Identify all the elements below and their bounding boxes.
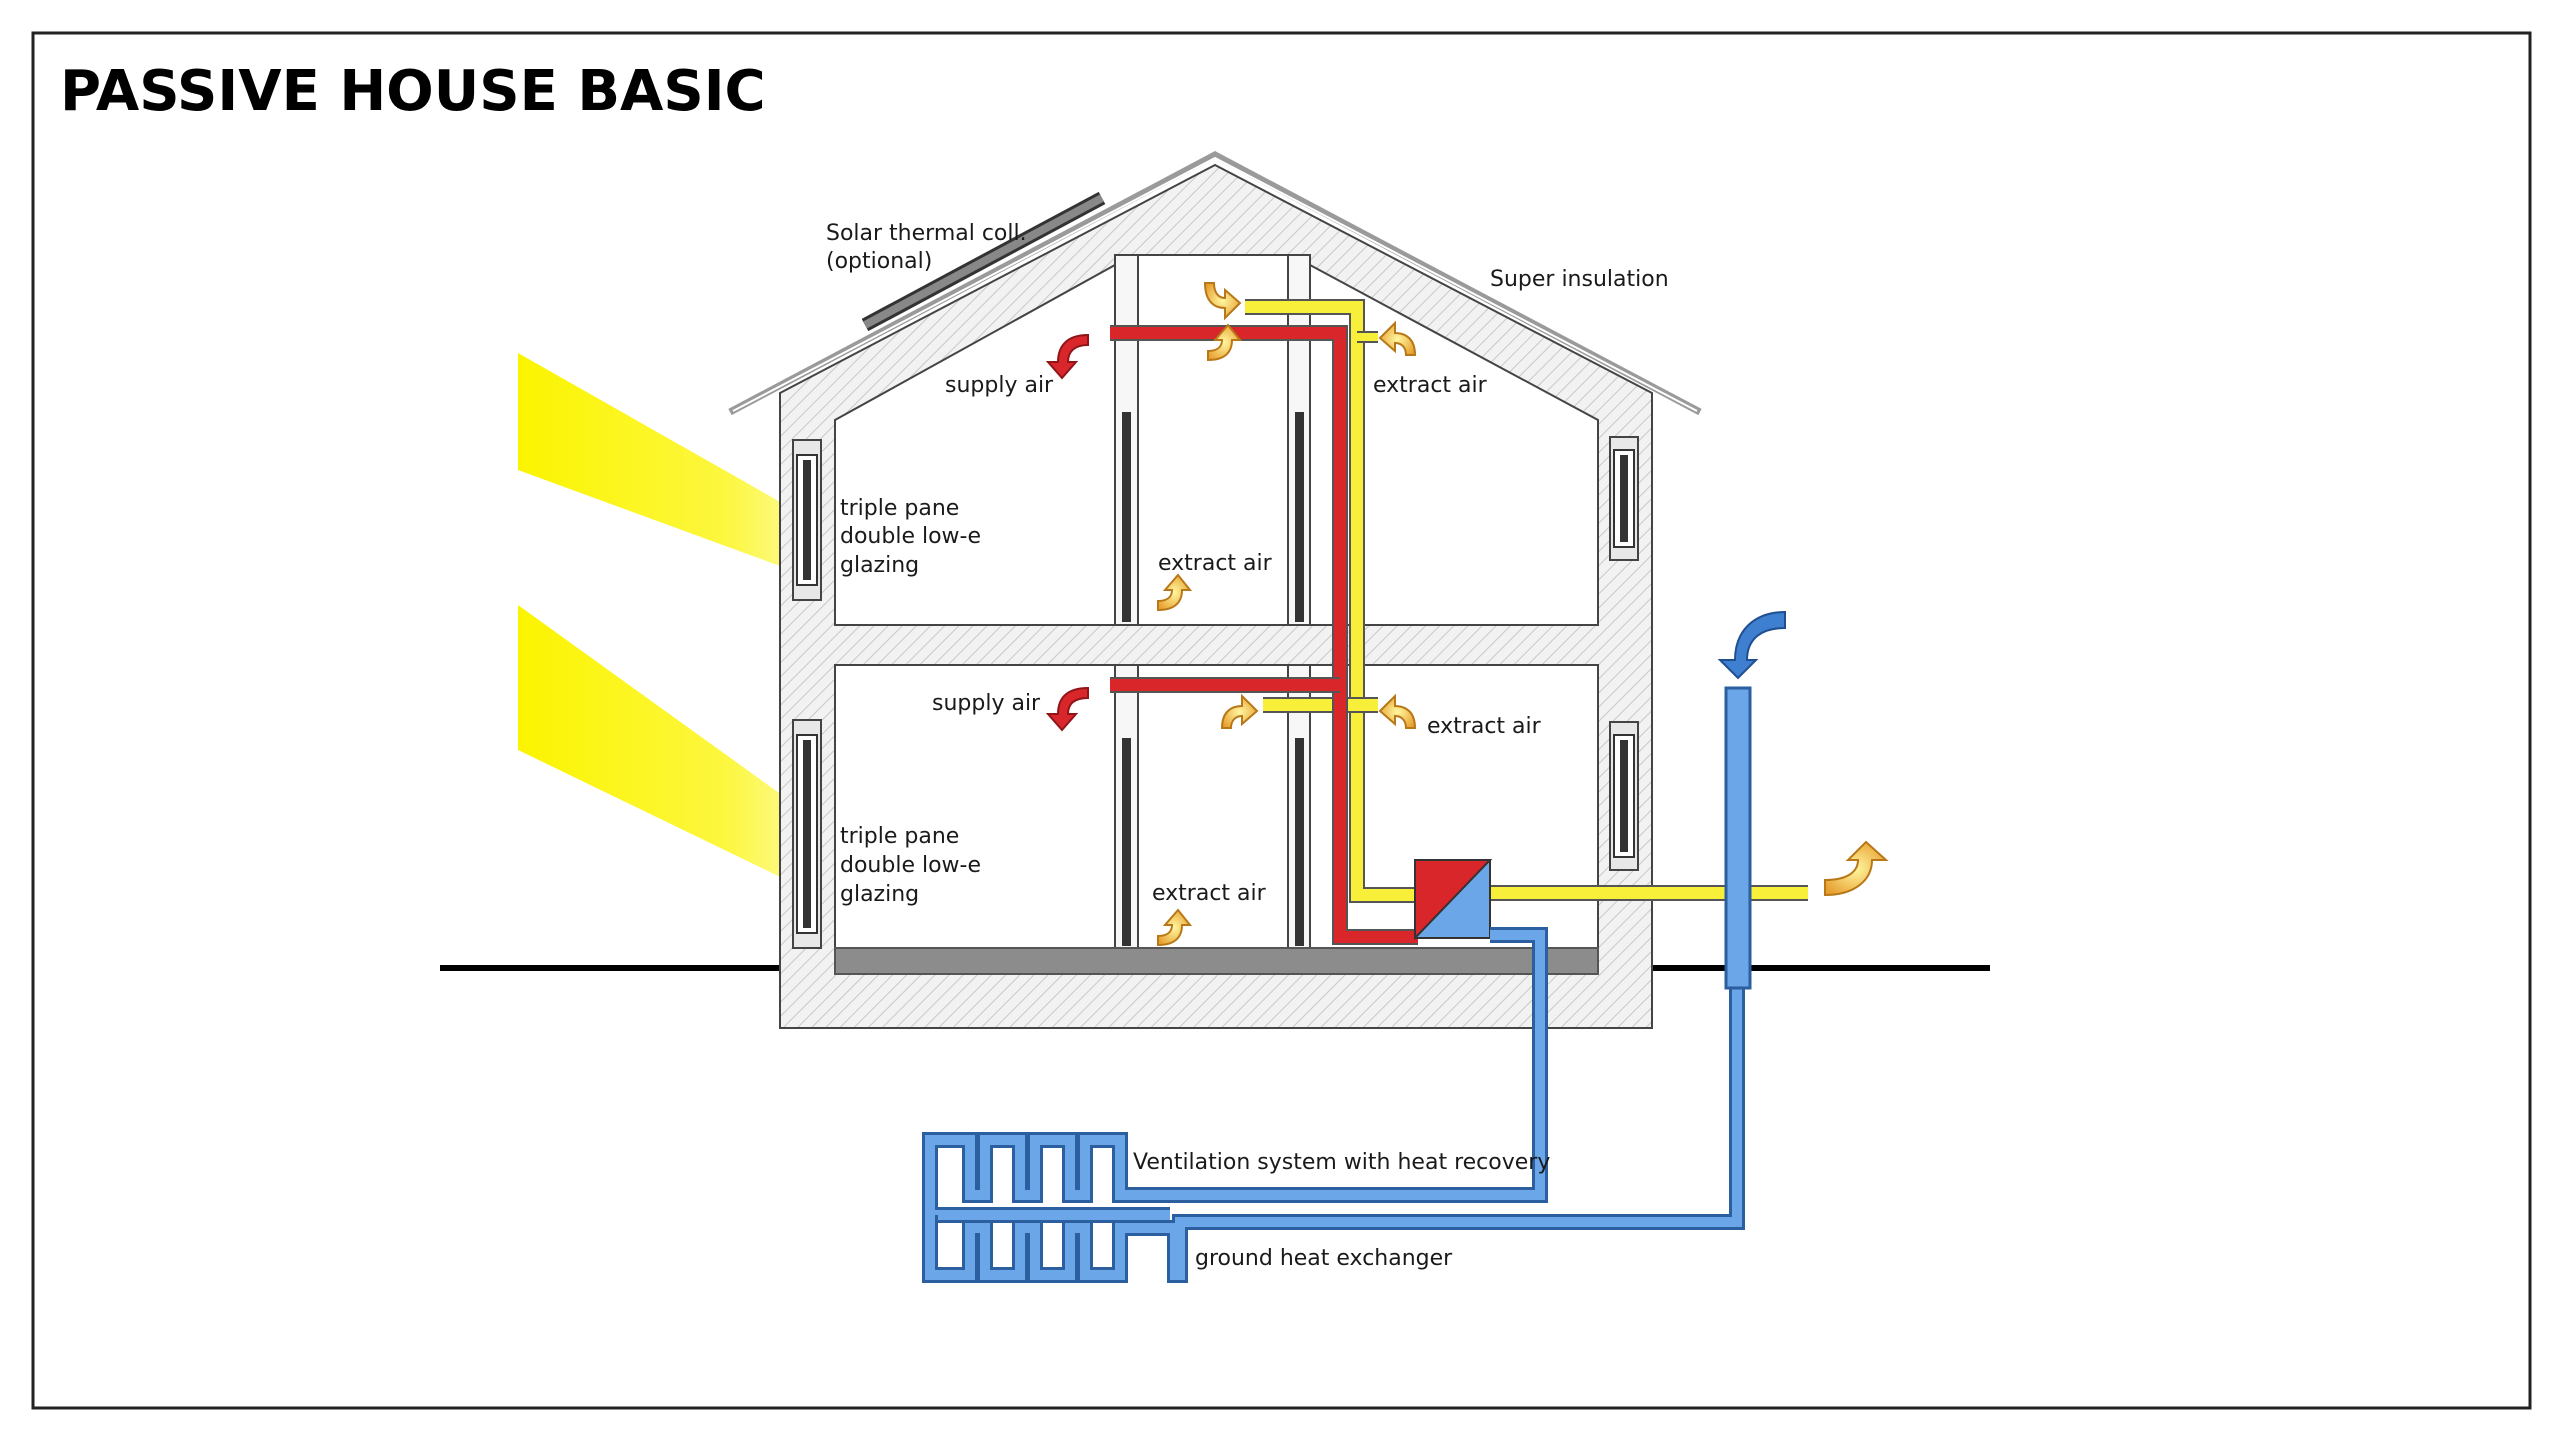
outer-frame [31,31,2532,1410]
label-ventilation-system: Ventilation system with heat recovery [1133,1150,1550,1175]
extract-air-arrow-5 [1220,693,1259,729]
label-super-insulation: Super insulation [1490,267,1669,292]
label-solar-collector: Solar thermal coll. [826,221,1027,246]
label-extract-air-lower-center: extract air [1152,881,1267,906]
partition-strip-1 [1122,412,1131,622]
window-left-upper [792,439,822,601]
label-extract-air-upper-center: extract air [1158,551,1273,576]
label-solar-optional: (optional) [826,249,932,274]
extract-air-arrow-1 [1203,282,1242,321]
label-glazing-lower-3: glazing [840,882,919,907]
extract-air-arrow-6 [1378,693,1417,729]
label-extract-air-upper-right: extract air [1373,373,1488,398]
label-ground-heat-exchanger: ground heat exchanger [1195,1246,1453,1271]
roof-membrane [728,151,1702,416]
window-left-lower [792,719,822,949]
roof-membrane-inner [732,156,1698,412]
exhaust-air-arrow [1824,840,1889,897]
extract-air-arrow-2 [1207,323,1243,362]
label-glazing-upper-2: double low-e [840,524,981,549]
upper-middle-room [1137,254,1289,626]
supply-air-arrow-upper [1045,333,1089,380]
solar-collector [861,191,1106,332]
supply-air-arrow-lower [1045,686,1089,732]
label-supply-air-upper: supply air [945,373,1054,398]
label-glazing-lower-2: double low-e [840,853,981,878]
label-supply-air-lower: supply air [932,691,1041,716]
window-right-upper [1609,436,1639,561]
partition-strip-2 [1295,412,1304,622]
label-glazing-upper-1: triple pane [840,496,959,521]
fresh-air-intake-column [1724,686,1752,990]
partition-strip-3 [1122,738,1131,946]
label-extract-air-lower-right: extract air [1427,714,1542,739]
partition-strip-4 [1295,738,1304,946]
extract-air-arrow-7 [1157,908,1193,947]
fresh-air-pipe [922,927,1745,1283]
extract-air-arrow-3 [1378,320,1417,356]
label-glazing-upper-3: glazing [840,553,919,578]
heat-recovery-unit [1414,859,1493,941]
page-title: PASSIVE HOUSE BASIC [60,59,766,124]
label-glazing-lower-1: triple pane [840,824,959,849]
extract-duct-network [1245,299,1808,903]
fresh-air-intake-arrow [1717,610,1786,680]
window-right-lower [1609,721,1639,871]
floor-slab [834,947,1599,975]
extract-air-arrow-4 [1157,573,1193,612]
